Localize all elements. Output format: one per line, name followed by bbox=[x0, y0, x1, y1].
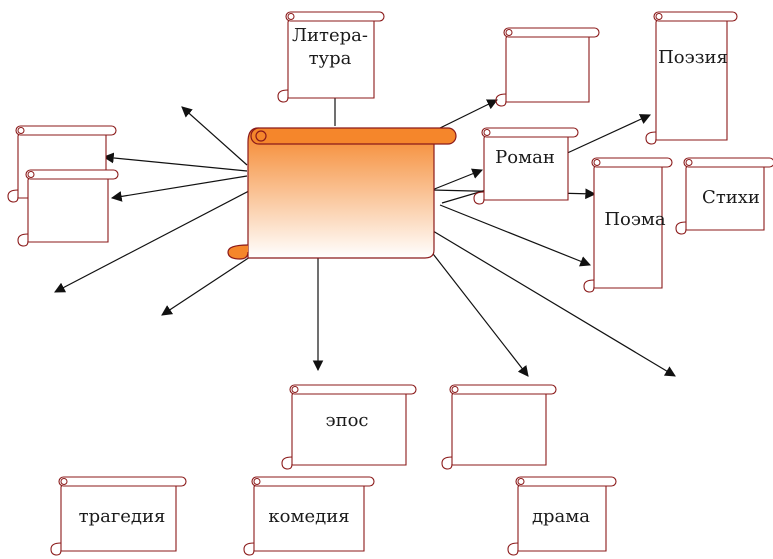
literature-label-line2: тура bbox=[308, 48, 352, 69]
arrow-lower-left bbox=[161, 254, 254, 316]
arrow-to-novel bbox=[431, 168, 484, 191]
arrow-up-left bbox=[181, 106, 248, 166]
scroll-comedy bbox=[243, 476, 375, 556]
scroll-literature bbox=[277, 11, 385, 103]
arrow-far-left bbox=[54, 179, 271, 293]
novel-label: Роман bbox=[495, 147, 555, 168]
poem-label: Поэма bbox=[604, 209, 666, 230]
arrow-lower-right bbox=[427, 227, 676, 377]
epos-label: эпос bbox=[325, 410, 369, 431]
drama-label: драма bbox=[531, 506, 591, 527]
comedy-label: комедия bbox=[268, 506, 350, 527]
arrow-to-poem-lower bbox=[439, 204, 592, 267]
literature-label-line1: Литера- bbox=[292, 25, 368, 46]
scroll-verses bbox=[675, 157, 773, 235]
arrow-to-left-scroll-1 bbox=[102, 152, 248, 172]
arrow-to-top-right-scroll bbox=[439, 99, 498, 129]
central-scroll bbox=[227, 127, 457, 260]
scroll-novel bbox=[473, 127, 579, 205]
arrow-novel-to-poetry bbox=[562, 114, 651, 156]
poetry-label: Поэзия bbox=[658, 47, 728, 68]
scroll-left-2 bbox=[17, 169, 119, 247]
scroll-drama-top bbox=[441, 384, 557, 470]
scrolls bbox=[7, 11, 773, 556]
arrow-to-left-scroll-2 bbox=[110, 175, 248, 202]
scroll-tragedy bbox=[50, 476, 187, 556]
scroll-drama bbox=[507, 476, 617, 556]
scroll-poetry bbox=[645, 11, 738, 145]
verses-label: Стихи bbox=[702, 187, 760, 208]
scroll-poem bbox=[583, 157, 673, 293]
arrow-to-drama bbox=[429, 249, 529, 377]
scroll-top-right bbox=[495, 27, 600, 107]
tragedy-label: трагедия bbox=[78, 506, 166, 527]
scroll-epos bbox=[281, 384, 417, 470]
